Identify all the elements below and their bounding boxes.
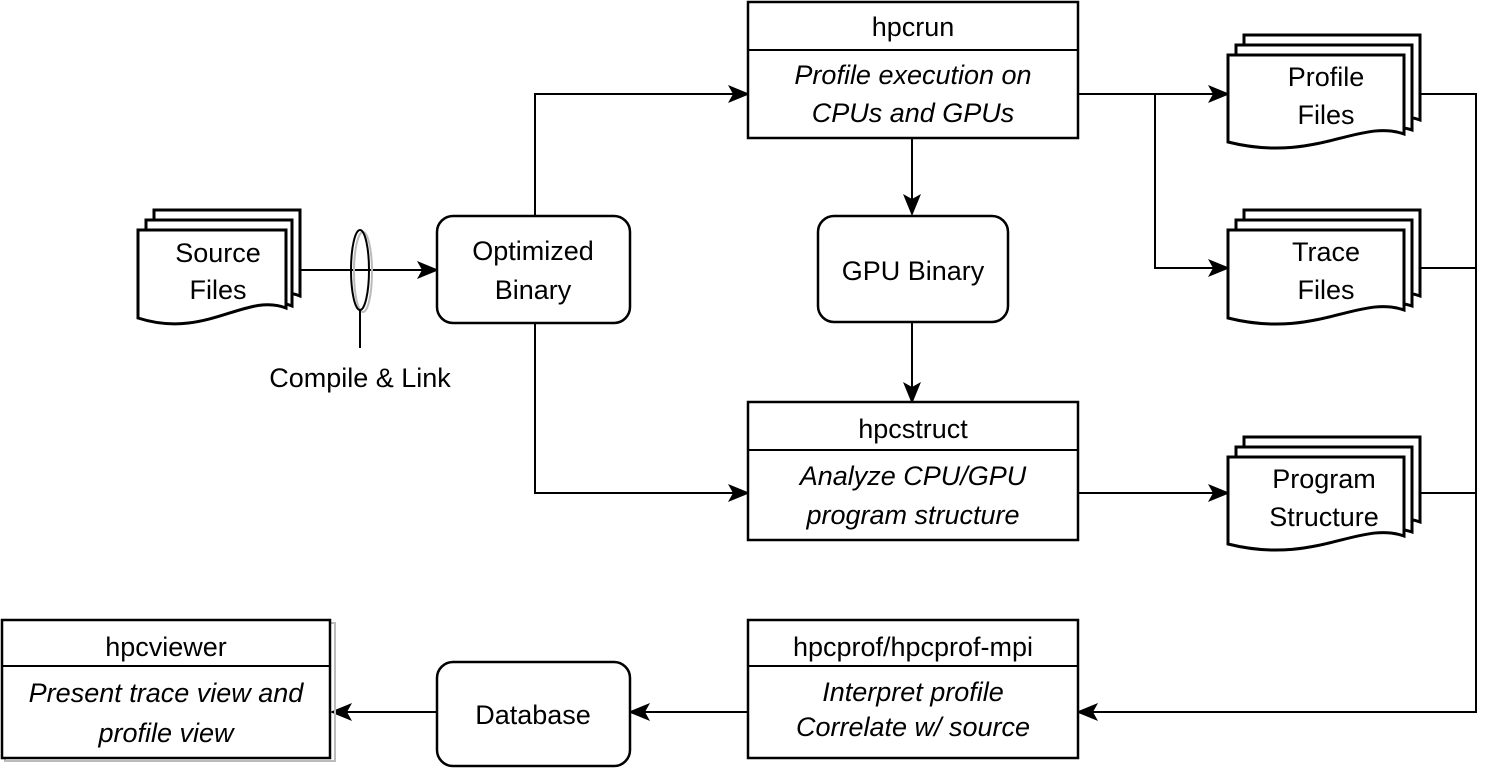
svg-text:Files: Files bbox=[189, 275, 246, 305]
hpcstruct-node: hpcstruct Analyze CPU/GPU program struct… bbox=[746, 400, 1080, 542]
hpcviewer-title: hpcviewer bbox=[105, 632, 227, 662]
compile-link-lens: Compile & Link bbox=[269, 229, 451, 393]
svg-text:Present trace view and: Present trace view and bbox=[29, 678, 305, 708]
svg-text:profile view: profile view bbox=[97, 718, 235, 748]
svg-text:Structure: Structure bbox=[1269, 502, 1379, 532]
svg-text:CPUs and GPUs: CPUs and GPUs bbox=[812, 98, 1015, 128]
database-node: Database bbox=[435, 660, 632, 768]
svg-text:Profile execution on: Profile execution on bbox=[794, 60, 1031, 90]
trace-files-doc: Trace Files bbox=[1226, 208, 1422, 326]
svg-text:Correlate w/ source: Correlate w/ source bbox=[796, 712, 1030, 742]
bus-joins bbox=[1420, 267, 1476, 494]
svg-text:Source: Source bbox=[175, 238, 261, 268]
arrow-bus-to-hpcprof bbox=[1076, 93, 1477, 721]
source-files-doc: Source Files bbox=[136, 208, 302, 326]
connectors bbox=[300, 85, 1477, 721]
svg-text:Database: Database bbox=[475, 700, 591, 730]
svg-text:Analyze CPU/GPU: Analyze CPU/GPU bbox=[798, 461, 1027, 491]
optimized-binary-node: Optimized Binary bbox=[435, 214, 632, 325]
svg-text:Optimized: Optimized bbox=[472, 236, 594, 266]
hpcrun-title: hpcrun bbox=[872, 12, 955, 42]
svg-text:Program: Program bbox=[1272, 464, 1376, 494]
hpcstruct-title: hpcstruct bbox=[858, 414, 968, 444]
svg-text:Trace: Trace bbox=[1292, 237, 1360, 267]
svg-text:program structure: program structure bbox=[805, 500, 1019, 530]
arrow-hpcrun-to-trace bbox=[1154, 94, 1230, 277]
profile-files-doc: Profile Files bbox=[1226, 33, 1422, 150]
arrow-binary-to-hpcstruct bbox=[534, 323, 750, 502]
gpu-binary-node: GPU Binary bbox=[816, 214, 1010, 324]
svg-text:Profile: Profile bbox=[1288, 62, 1365, 92]
hpcprof-node: hpcprof/hpcprof-mpi Interpret profile Co… bbox=[746, 618, 1080, 760]
svg-text:GPU Binary: GPU Binary bbox=[842, 256, 985, 286]
arrow-binary-to-hpcrun bbox=[534, 85, 750, 216]
svg-text:Files: Files bbox=[1297, 275, 1354, 305]
hpcrun-node: hpcrun Profile execution on CPUs and GPU… bbox=[746, 0, 1080, 140]
hpcprof-title: hpcprof/hpcprof-mpi bbox=[793, 632, 1033, 662]
svg-text:Binary: Binary bbox=[495, 275, 572, 305]
compile-link-label: Compile & Link bbox=[269, 363, 451, 393]
hpcviewer-node: hpcviewer Present trace view and profile… bbox=[0, 618, 336, 762]
svg-text:Interpret profile: Interpret profile bbox=[822, 677, 1004, 707]
svg-text:Files: Files bbox=[1297, 100, 1354, 130]
program-structure-doc: Program Structure bbox=[1226, 435, 1422, 552]
